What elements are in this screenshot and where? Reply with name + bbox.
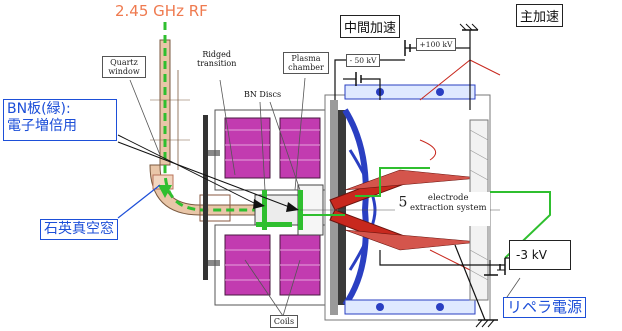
coils-label: Coils: [270, 315, 298, 328]
electrode-count: 5: [398, 194, 408, 211]
bn-plate-label: BN板(緑): 電子増倍用: [3, 99, 117, 141]
minus-50kv-label: - 50 kV: [346, 54, 380, 67]
intermediate-accel-label: 中間加速: [340, 15, 401, 38]
bn-disc-left: [262, 190, 267, 230]
hv-wiring: [334, 23, 511, 328]
flange-bolt: [208, 150, 220, 156]
electrode-extraction-label: 5 electrode extraction system: [395, 192, 490, 226]
main-accel-label: 主加速: [516, 4, 564, 27]
quartz-window-label: Quartz window: [102, 56, 146, 78]
electrode-text: electrode extraction system: [409, 193, 487, 213]
repeller-supply-label: リペラ電源: [503, 297, 587, 318]
left-flange: [203, 115, 208, 280]
bn-discs-label: BN Discs: [244, 90, 282, 99]
rf-label: 2.45 GHz RF: [115, 2, 208, 20]
minus-3kv-label: -3 kV: [509, 240, 571, 270]
plasma-chamber-label: Plasma chamber: [283, 52, 329, 74]
repeller-wiring: [298, 167, 551, 259]
flange-bolt: [208, 260, 220, 266]
plus-100kv-label: +100 kV: [416, 38, 456, 51]
lower-coils: [214, 224, 326, 306]
quartz-vacuum-window-label: 石英真空窓: [40, 219, 118, 240]
upper-coils: [214, 109, 326, 191]
ridged-transition-label: Ridged transition: [197, 50, 237, 68]
